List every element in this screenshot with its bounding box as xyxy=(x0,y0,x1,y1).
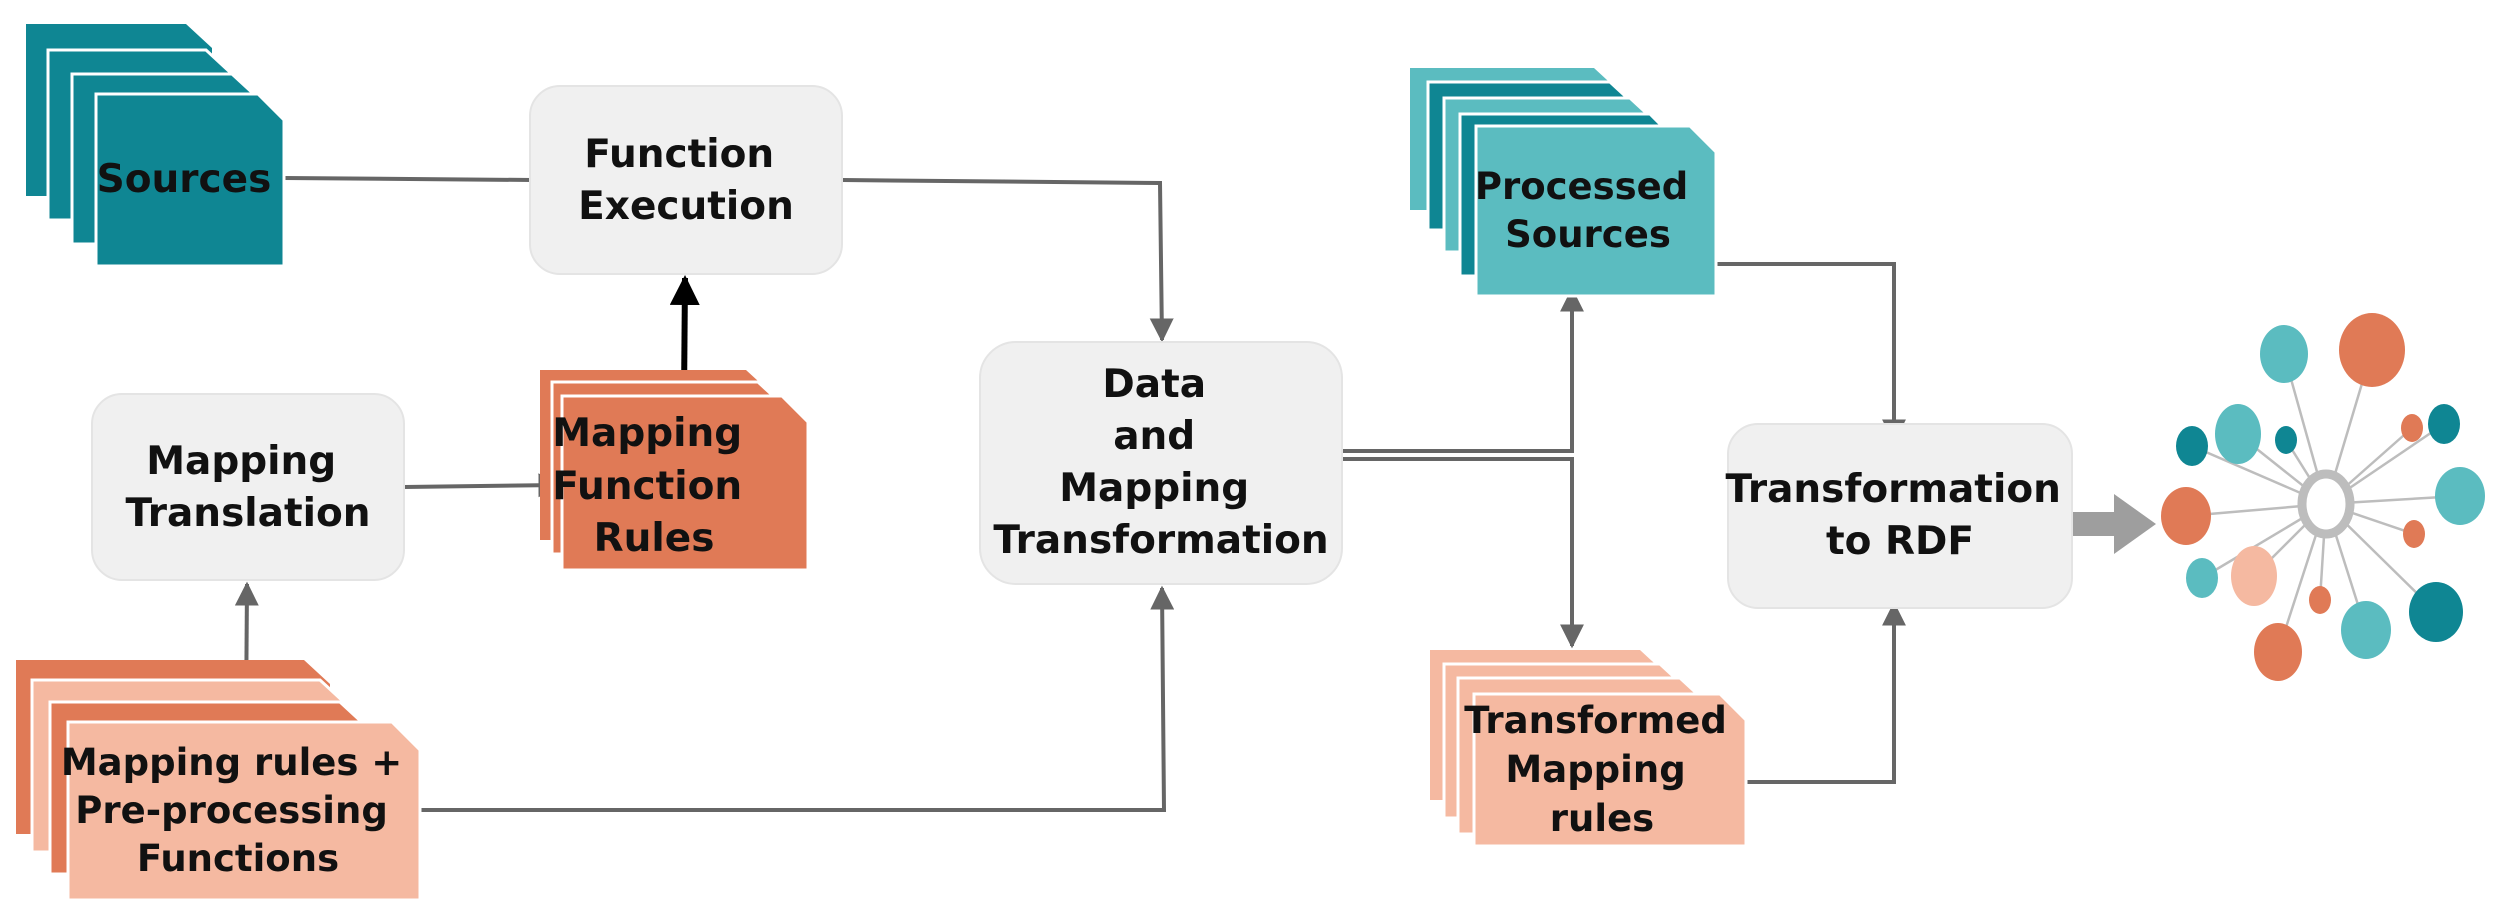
mapping-rules-preprocessing-label: Mapping rules + Pre-processing Functions xyxy=(61,741,415,880)
graph-node xyxy=(2403,520,2425,548)
transformed-mapping-rules-line-2: Mapping xyxy=(1505,748,1685,791)
connectors xyxy=(234,176,2156,812)
edge-transformation-to-rdf-to-knowledge-graph xyxy=(2072,494,2156,554)
mapping-rules-preprocessing-line-3: Functions xyxy=(137,837,339,880)
mapping-function-rules-line-1: Mapping xyxy=(552,411,742,456)
doc-stack-mapping-function-rules: Mapping Function Rules xyxy=(540,370,810,572)
graph-node xyxy=(2339,313,2405,387)
doc-stack-mapping-rules-preprocessing: Mapping rules + Pre-processing Functions xyxy=(16,660,422,902)
process-function-execution: Function Execution xyxy=(529,85,843,275)
graph-node xyxy=(2161,487,2211,545)
edge-data-mapping-transformation-to-processed-sources xyxy=(1342,287,1584,453)
mapping-function-rules-line-2: Function xyxy=(552,464,742,509)
edge-data-mapping-transformation-to-transformed-mapping-rules xyxy=(1342,457,1584,649)
edge-mapping-rules-to-data-mapping-transformation xyxy=(420,585,1175,812)
mapping-translation-line-1: Mapping xyxy=(146,439,336,484)
mapping-function-rules-label: Mapping Function Rules xyxy=(552,411,756,561)
transformation-to-rdf-line-1: Transformation xyxy=(1726,467,2061,512)
graph-node xyxy=(2428,404,2460,444)
sources-line-1: Sources xyxy=(97,157,272,202)
graph-node xyxy=(2176,426,2208,466)
process-transformation-to-rdf: Transformation to RDF xyxy=(1726,423,2075,609)
processed-sources-line-2: Sources xyxy=(1505,213,1671,256)
processed-sources-line-1: Processed xyxy=(1475,165,1688,208)
process-data-mapping-transformation: Data and Mapping Transformation xyxy=(979,341,1343,585)
transformed-mapping-rules-line-1: Transformed xyxy=(1464,699,1727,742)
graph-node xyxy=(2186,558,2218,598)
edge-function-execution-to-data-mapping-transformation xyxy=(841,178,1174,343)
transformed-mapping-rules-line-3: rules xyxy=(1550,797,1654,840)
mapping-translation-label: Mapping Translation xyxy=(125,439,370,536)
graph-node xyxy=(2309,586,2331,614)
doc-stack-sources: Sources xyxy=(26,24,286,268)
doc-stack-processed-sources: Processed Sources xyxy=(1410,68,1718,298)
edge-transformed-mapping-rules-to-transformation-to-rdf xyxy=(1746,601,1906,784)
graph-node xyxy=(2260,325,2308,383)
data-mapping-transformation-line-4: Transformation xyxy=(993,518,1328,563)
edge-mapping-translation-to-mapping-function-rules xyxy=(403,473,563,498)
graph-node xyxy=(2401,414,2423,442)
sources-label: Sources xyxy=(97,157,272,202)
function-execution-line-2: Execution xyxy=(578,184,794,229)
data-mapping-transformation-label: Data and Mapping Transformation xyxy=(993,362,1328,563)
processed-sources-label: Processed Sources xyxy=(1475,165,1701,256)
mapping-rules-preprocessing-line-1: Mapping rules + xyxy=(61,741,402,784)
graph-node xyxy=(2231,546,2277,606)
data-mapping-transformation-line-2: and xyxy=(1113,414,1195,459)
graph-hub-node xyxy=(2297,469,2355,539)
mapping-translation-line-2: Translation xyxy=(125,491,370,536)
edge-sources-to-function-execution xyxy=(283,176,533,182)
graph-node xyxy=(2435,467,2485,525)
data-mapping-transformation-line-3: Mapping xyxy=(1059,466,1249,511)
function-execution-line-1: Function xyxy=(584,132,774,177)
doc-stack-transformed-mapping-rules: Transformed Mapping rules xyxy=(1430,650,1748,848)
edge-processed-sources-to-transformation-to-rdf xyxy=(1714,262,1906,444)
graph-node xyxy=(2341,601,2391,659)
graph-node xyxy=(2254,623,2302,681)
mapping-rules-preprocessing-line-2: Pre-processing xyxy=(75,789,388,832)
knowledge-graph-icon xyxy=(2161,313,2485,681)
graph-node xyxy=(2215,404,2261,464)
function-execution-label: Function Execution xyxy=(578,132,794,229)
mapping-function-rules-line-3: Rules xyxy=(594,516,715,561)
data-mapping-transformation-line-1: Data xyxy=(1102,362,1206,407)
process-mapping-translation: Mapping Translation xyxy=(91,393,405,581)
transformed-mapping-rules-label: Transformed Mapping rules xyxy=(1464,699,1740,840)
graph-node xyxy=(2275,426,2297,454)
transformation-to-rdf-line-2: to RDF xyxy=(1826,519,1974,564)
transformation-to-rdf-label: Transformation to RDF xyxy=(1726,467,2075,564)
graph-node xyxy=(2409,582,2463,642)
